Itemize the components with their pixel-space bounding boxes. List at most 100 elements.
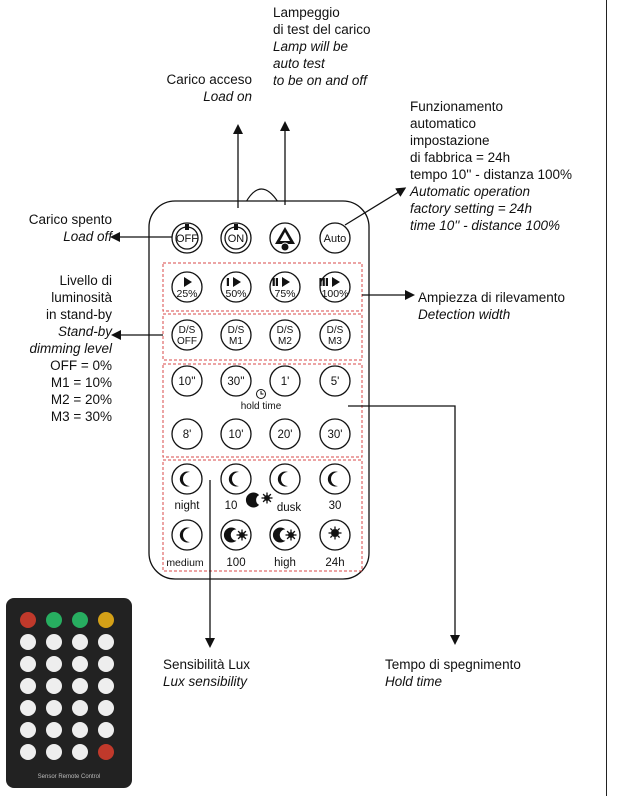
- moon-icon: [277, 471, 288, 487]
- remote-photo: Sensor Remote Control: [6, 598, 132, 788]
- lux-button[interactable]: [220, 463, 252, 495]
- play-icon: [233, 277, 241, 287]
- load-on-label: Carico acceso Load on: [166, 72, 252, 104]
- hold-time-caption: hold time: [241, 401, 282, 412]
- hold-button-label: 10': [229, 429, 244, 441]
- moon-icon: [327, 471, 338, 487]
- lux-button[interactable]: [319, 463, 351, 495]
- photo-key: [72, 656, 88, 672]
- ds-button-off[interactable]: [171, 319, 203, 351]
- lux-label: 100: [226, 557, 245, 569]
- photo-key: [46, 656, 62, 672]
- photo-key: [46, 722, 62, 738]
- photo-key: [98, 612, 114, 628]
- power-icon: [185, 224, 189, 230]
- lux-button[interactable]: [220, 519, 252, 551]
- hold-button-label: 8': [183, 429, 192, 441]
- hold-button-label: 10'': [178, 376, 195, 388]
- lux-label: dusk: [277, 502, 302, 514]
- photo-key: [20, 678, 36, 694]
- hold-button[interactable]: [171, 418, 203, 450]
- clock-hands: [260, 391, 264, 395]
- photo-key: [46, 612, 62, 628]
- warning-inner: [280, 232, 290, 241]
- photo-key: [20, 722, 36, 738]
- lux-label: high: [274, 557, 296, 569]
- sun-icon: [285, 529, 297, 541]
- photo-key: [72, 678, 88, 694]
- detection-bar: [325, 278, 328, 286]
- detection-bar: [319, 278, 322, 286]
- lux-button[interactable]: [269, 519, 301, 551]
- photo-key: [72, 744, 88, 760]
- hold-button[interactable]: [220, 365, 252, 397]
- photo-key: [46, 678, 62, 694]
- photo-key: [98, 634, 114, 650]
- detection-bar: [272, 278, 275, 286]
- play-icon: [332, 277, 340, 287]
- auto-label: Auto: [324, 233, 347, 245]
- detection-label: 25%: [176, 288, 197, 300]
- auto-button[interactable]: [319, 222, 351, 254]
- hold-button[interactable]: [319, 418, 351, 450]
- ds-level-label: OFF: [177, 336, 197, 347]
- detection-bar: [226, 278, 229, 286]
- ds-button-m2[interactable]: [269, 319, 301, 351]
- photo-key: [98, 722, 114, 738]
- detection-button-25pct[interactable]: [171, 271, 203, 303]
- moon-icon: [272, 527, 286, 543]
- detection-label: 50%: [225, 288, 246, 300]
- moon-icon: [179, 471, 190, 487]
- hold-button[interactable]: [171, 365, 203, 397]
- lux-label: 10: [225, 500, 238, 512]
- lux-button[interactable]: [269, 463, 301, 495]
- remote-top-bump: [245, 188, 279, 203]
- moon-icon: [223, 527, 237, 543]
- lux-button[interactable]: [171, 519, 203, 551]
- hold-button-label: 1': [281, 376, 290, 388]
- ds-label: D/S: [228, 325, 245, 336]
- lux-sensibility-label: Sensibilità Lux Lux sensibility: [163, 657, 251, 689]
- ds-button-m3[interactable]: [319, 319, 351, 351]
- photo-key: [72, 700, 88, 716]
- lux-label: 24h: [325, 557, 344, 569]
- auto-operation-label: Funzionamento automatico impostazione di…: [410, 99, 572, 233]
- hold-button[interactable]: [319, 365, 351, 397]
- group-standby: [162, 313, 363, 361]
- arrow-auto: [344, 187, 407, 226]
- gear-icon: [280, 242, 290, 252]
- on-label: ON: [228, 233, 245, 245]
- sun-icon: [236, 529, 248, 541]
- load-off-label: Carico spento Load off: [28, 212, 112, 244]
- hold-button[interactable]: [269, 365, 301, 397]
- photo-key: [98, 678, 114, 694]
- hold-button-label: 20': [278, 429, 293, 441]
- lux-button[interactable]: [171, 463, 203, 495]
- photo-key: [98, 744, 114, 760]
- hold-button[interactable]: [269, 418, 301, 450]
- photo-key: [98, 700, 114, 716]
- play-icon: [282, 277, 290, 287]
- hold-button[interactable]: [220, 418, 252, 450]
- hold-button-label: 30'': [227, 376, 244, 388]
- photo-key: [72, 612, 88, 628]
- photo-key: [98, 656, 114, 672]
- group-detection: [162, 262, 363, 312]
- lamp-test-label: Lampeggio di test del carico Lamp will b…: [273, 5, 371, 88]
- photo-key: [20, 744, 36, 760]
- ds-level-label: M3: [328, 336, 342, 347]
- ds-button-m1[interactable]: [220, 319, 252, 351]
- photo-key: [46, 744, 62, 760]
- ds-label: D/S: [277, 325, 294, 336]
- sun-icon: [261, 492, 273, 504]
- detection-label: 75%: [274, 288, 295, 300]
- detection-width-label: Ampiezza di rilevamento Detection width: [418, 290, 566, 322]
- off-label: OFF: [176, 233, 198, 245]
- lux-label: 30: [329, 500, 342, 512]
- power-icon: [234, 224, 238, 230]
- hold-time-label: Tempo di spegnimento Hold time: [385, 657, 521, 689]
- hold-button-label: 30': [328, 429, 343, 441]
- arrow-hold-line: [348, 405, 460, 645]
